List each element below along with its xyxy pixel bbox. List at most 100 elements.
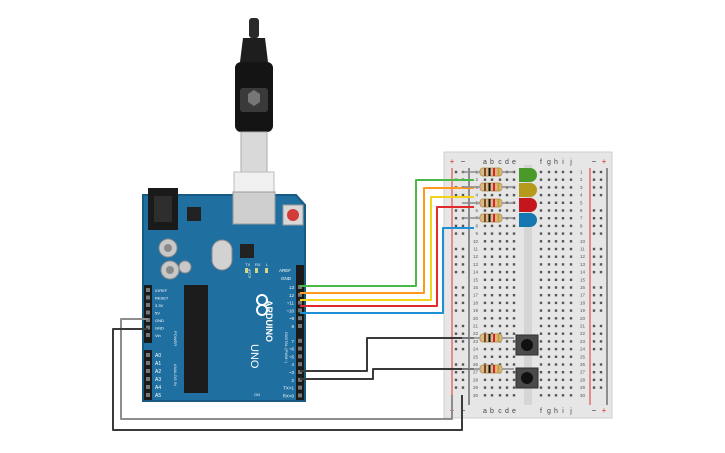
bb-hole[interactable] — [547, 317, 551, 320]
bb-hole[interactable] — [483, 232, 487, 235]
bb-hole[interactable] — [490, 263, 494, 266]
bb-hole[interactable] — [569, 224, 573, 228]
bb-hole[interactable] — [483, 270, 487, 274]
rail-hole[interactable] — [461, 347, 465, 351]
bb-hole[interactable] — [554, 217, 558, 220]
rail-hole[interactable] — [454, 347, 458, 351]
digital-pin-hole[interactable] — [298, 292, 302, 297]
bb-hole[interactable] — [490, 309, 494, 312]
bb-hole[interactable] — [483, 255, 487, 258]
bb-hole[interactable] — [505, 278, 509, 281]
rail-hole[interactable] — [599, 217, 603, 220]
rail-hole[interactable] — [592, 309, 596, 312]
bb-hole[interactable] — [512, 317, 516, 320]
rail-hole[interactable] — [461, 193, 465, 197]
bb-hole[interactable] — [490, 209, 494, 212]
bb-hole[interactable] — [539, 355, 543, 358]
bb-hole[interactable] — [505, 394, 509, 397]
digital-pin-hole[interactable] — [298, 346, 302, 351]
bb-hole[interactable] — [569, 263, 573, 266]
bb-hole[interactable] — [554, 286, 558, 289]
power-pin-hole[interactable] — [146, 303, 150, 307]
bb-hole[interactable] — [554, 294, 558, 297]
rail-hole[interactable] — [454, 224, 458, 228]
power-pin-hole[interactable] — [146, 333, 150, 337]
bb-hole[interactable] — [512, 309, 516, 312]
bb-hole[interactable] — [554, 355, 558, 358]
bb-hole[interactable] — [483, 209, 487, 212]
bb-hole[interactable] — [483, 193, 487, 197]
bb-hole[interactable] — [561, 270, 565, 274]
rail-hole[interactable] — [592, 255, 596, 258]
bb-hole[interactable] — [554, 270, 558, 274]
rail-hole[interactable] — [592, 294, 596, 297]
bb-hole[interactable] — [554, 340, 558, 343]
bb-hole[interactable] — [498, 193, 502, 197]
rail-hole[interactable] — [461, 309, 465, 312]
bb-hole[interactable] — [539, 286, 543, 289]
bb-hole[interactable] — [554, 224, 558, 228]
bb-hole[interactable] — [547, 378, 551, 382]
bb-hole[interactable] — [569, 317, 573, 320]
bb-hole[interactable] — [490, 270, 494, 274]
rail-hole[interactable] — [599, 232, 603, 235]
bb-hole[interactable] — [561, 371, 565, 374]
bb-hole[interactable] — [554, 324, 558, 328]
bb-hole[interactable] — [483, 224, 487, 228]
bb-hole[interactable] — [569, 201, 573, 204]
bb-hole[interactable] — [569, 170, 573, 174]
bb-hole[interactable] — [561, 240, 565, 243]
bb-hole[interactable] — [569, 294, 573, 297]
bb-hole[interactable] — [505, 324, 509, 328]
bb-hole[interactable] — [505, 193, 509, 197]
resistor[interactable] — [462, 182, 514, 192]
bb-hole[interactable] — [498, 294, 502, 297]
rail-hole[interactable] — [599, 363, 603, 366]
bb-hole[interactable] — [512, 324, 516, 328]
rail-hole[interactable] — [599, 209, 603, 212]
bb-hole[interactable] — [569, 301, 573, 305]
rail-hole[interactable] — [599, 371, 603, 374]
wire-pin2-dark[interactable] — [300, 368, 474, 380]
wire-gnd-dark[interactable] — [112, 328, 463, 431]
bb-hole[interactable] — [490, 247, 494, 251]
bb-hole[interactable] — [505, 247, 509, 251]
rail-hole[interactable] — [454, 363, 458, 366]
bb-hole[interactable] — [561, 378, 565, 382]
resistor[interactable] — [462, 333, 514, 343]
analog-header[interactable] — [144, 350, 152, 400]
bb-hole[interactable] — [498, 278, 502, 281]
bb-hole[interactable] — [554, 347, 558, 351]
rail-hole[interactable] — [461, 209, 465, 212]
rail-hole[interactable] — [461, 340, 465, 343]
bb-hole[interactable] — [554, 240, 558, 243]
bb-hole[interactable] — [483, 324, 487, 328]
rail-hole[interactable] — [454, 324, 458, 328]
bb-hole[interactable] — [569, 209, 573, 212]
bb-hole[interactable] — [547, 340, 551, 343]
bb-hole[interactable] — [561, 386, 565, 389]
rail-hole[interactable] — [461, 232, 465, 235]
bb-hole[interactable] — [554, 332, 558, 335]
bb-hole[interactable] — [569, 386, 573, 389]
bb-hole[interactable] — [490, 324, 494, 328]
bb-hole[interactable] — [554, 394, 558, 397]
bb-hole[interactable] — [512, 247, 516, 251]
bb-hole[interactable] — [498, 347, 502, 351]
bb-hole[interactable] — [483, 378, 487, 382]
rail-hole[interactable] — [599, 378, 603, 382]
bb-hole[interactable] — [554, 301, 558, 305]
bb-hole[interactable] — [483, 247, 487, 251]
bb-hole[interactable] — [561, 193, 565, 197]
bb-hole[interactable] — [547, 209, 551, 212]
bb-hole[interactable] — [569, 309, 573, 312]
bb-hole[interactable] — [505, 340, 509, 343]
bb-hole[interactable] — [490, 286, 494, 289]
bb-hole[interactable] — [505, 378, 509, 382]
rail-hole[interactable] — [592, 324, 596, 328]
bb-hole[interactable] — [539, 309, 543, 312]
bb-hole[interactable] — [490, 355, 494, 358]
bb-hole[interactable] — [512, 301, 516, 305]
bb-hole[interactable] — [539, 340, 543, 343]
bb-hole[interactable] — [505, 347, 509, 351]
